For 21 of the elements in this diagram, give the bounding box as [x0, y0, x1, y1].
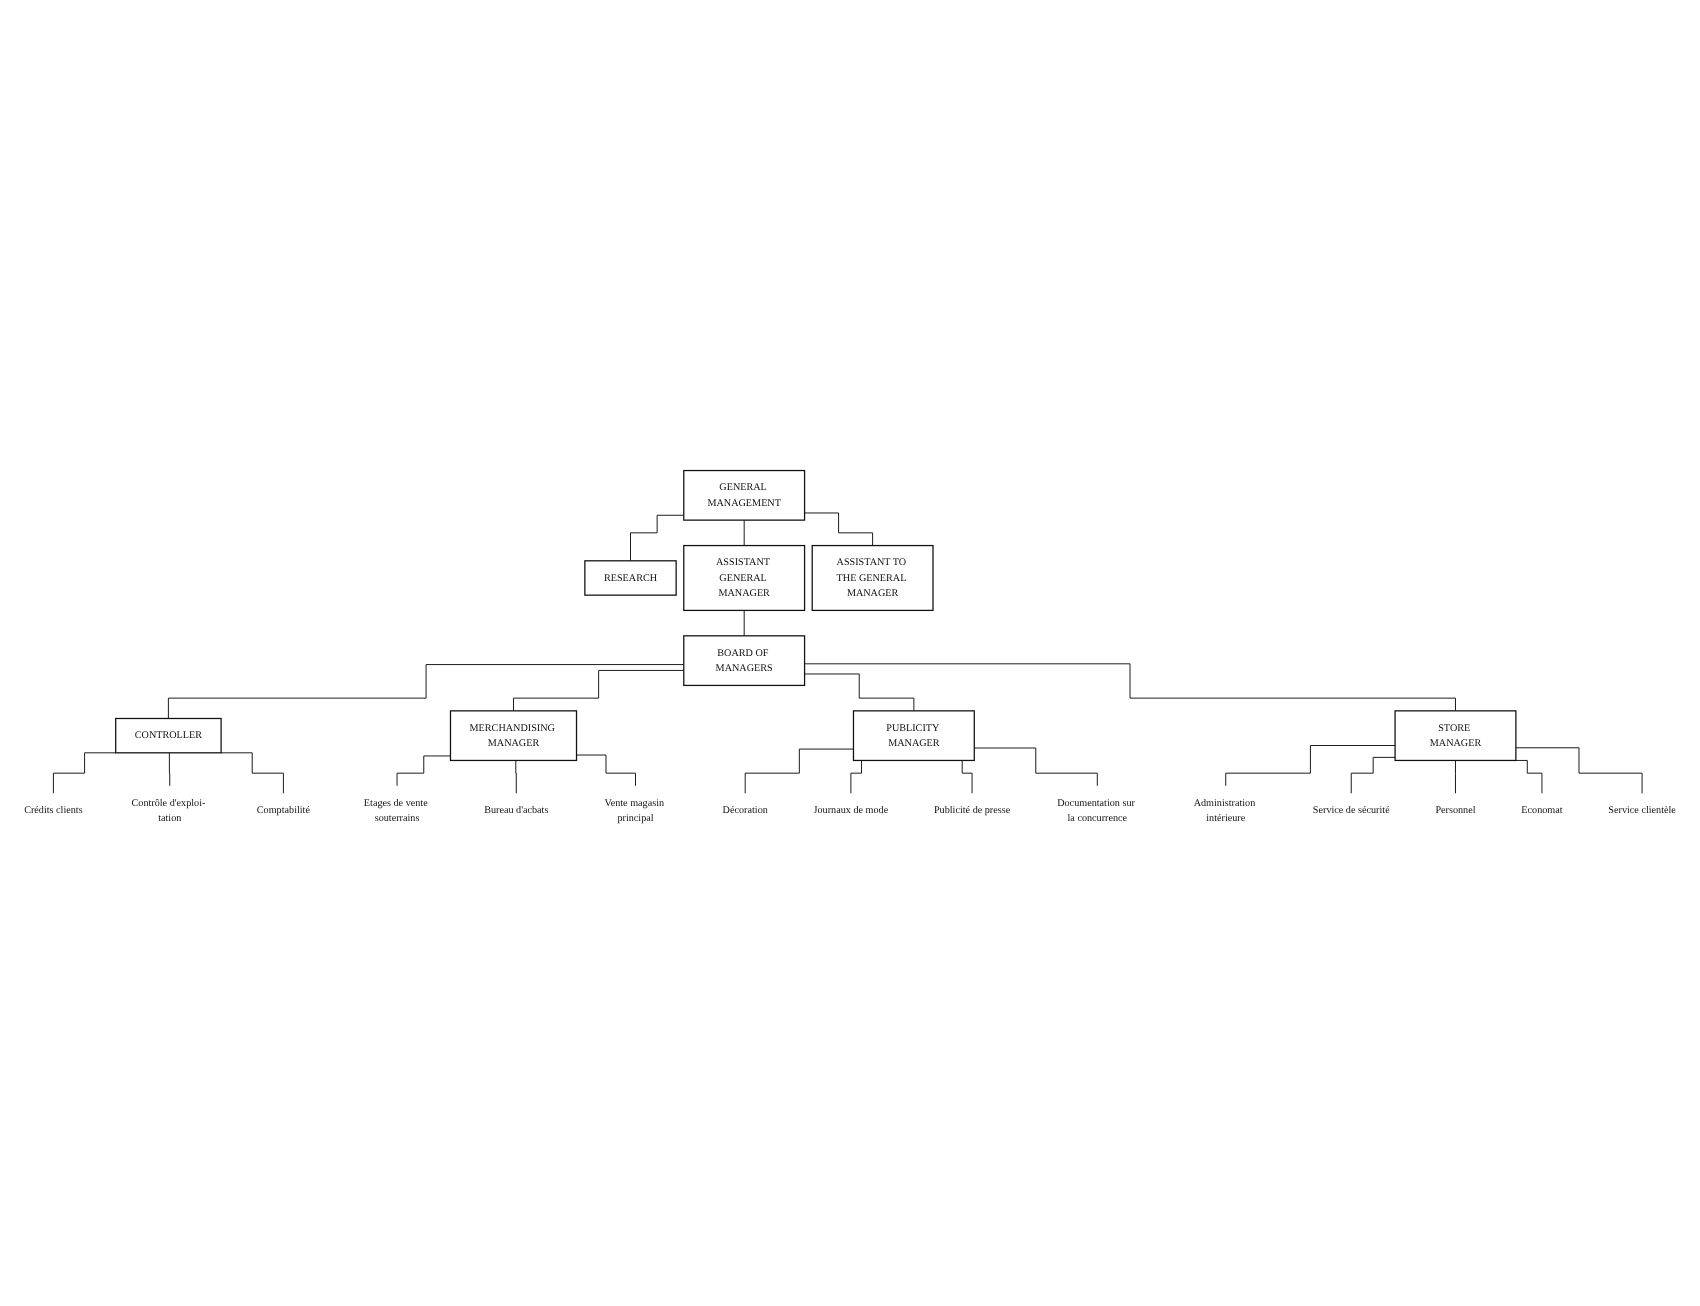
connector [804, 512, 874, 547]
connector [743, 609, 745, 637]
connector [1350, 756, 1396, 794]
connector [1225, 745, 1396, 787]
connector [514, 759, 517, 794]
connector [168, 752, 171, 787]
connector [576, 754, 636, 787]
connector [1455, 759, 1456, 794]
connector [804, 663, 1456, 712]
connector [744, 748, 854, 794]
connector [167, 664, 685, 719]
connector [1515, 747, 1643, 794]
connector [1512, 759, 1543, 794]
connector [220, 752, 284, 794]
connector [396, 755, 451, 787]
connector [52, 752, 117, 794]
connector [513, 669, 685, 712]
connector [973, 747, 1098, 787]
connector [630, 514, 685, 562]
connector [743, 519, 745, 547]
connector [804, 673, 915, 712]
